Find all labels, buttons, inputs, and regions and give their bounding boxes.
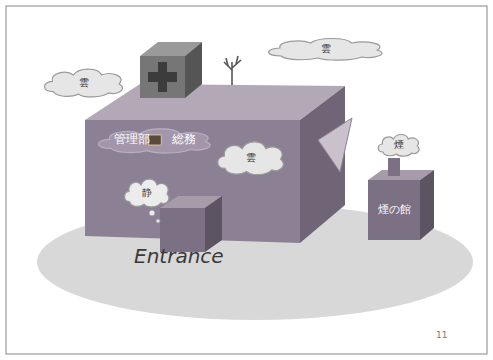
book-icon <box>149 135 162 145</box>
tree-icon <box>224 56 241 85</box>
cloud-outline <box>378 134 419 156</box>
door-box-side <box>205 196 222 252</box>
entrance-label: Entrance <box>134 244 224 268</box>
band-shape <box>92 126 218 154</box>
slide-frame <box>6 6 487 354</box>
cloud-bubble: 雲 <box>262 36 390 61</box>
small-house-side <box>420 170 434 240</box>
bubble-text: 雲 <box>321 43 331 54</box>
department-band: 管理部 総務 <box>92 126 218 154</box>
chimney <box>388 158 400 176</box>
bubble-text: 静 <box>142 187 152 198</box>
page-number: 11 <box>436 330 447 340</box>
cross-box-side <box>185 42 202 98</box>
side-flap <box>318 118 352 172</box>
small-house-front <box>368 180 420 240</box>
bubble-text: 管理部 <box>114 133 150 146</box>
cross-symbol <box>148 72 177 82</box>
cross-box-front <box>140 56 185 98</box>
thought-bubble: 静 <box>122 176 172 208</box>
bubble-dot <box>149 210 155 216</box>
cloud-bubble: 雲 <box>214 138 288 176</box>
small-house-label-box: 煙の館 <box>368 180 420 240</box>
roof-face <box>85 84 345 120</box>
cloud-outline <box>125 179 169 207</box>
cloud-bubble: 雲 <box>40 66 128 98</box>
cloud-outline <box>218 142 284 175</box>
bubble-text: 総務 <box>172 133 196 146</box>
cloud-outline <box>45 69 123 97</box>
bubble-text: 煙 <box>394 139 404 150</box>
cloud-outline <box>98 129 210 153</box>
smoke-cloud: 煙 <box>376 132 422 157</box>
building-name: 煙の館 <box>378 204 411 216</box>
cloud-outline <box>269 38 382 60</box>
bubble-text: 雲 <box>246 152 256 163</box>
bubble-dot <box>156 219 160 223</box>
bubble-text: 雲 <box>79 77 89 88</box>
